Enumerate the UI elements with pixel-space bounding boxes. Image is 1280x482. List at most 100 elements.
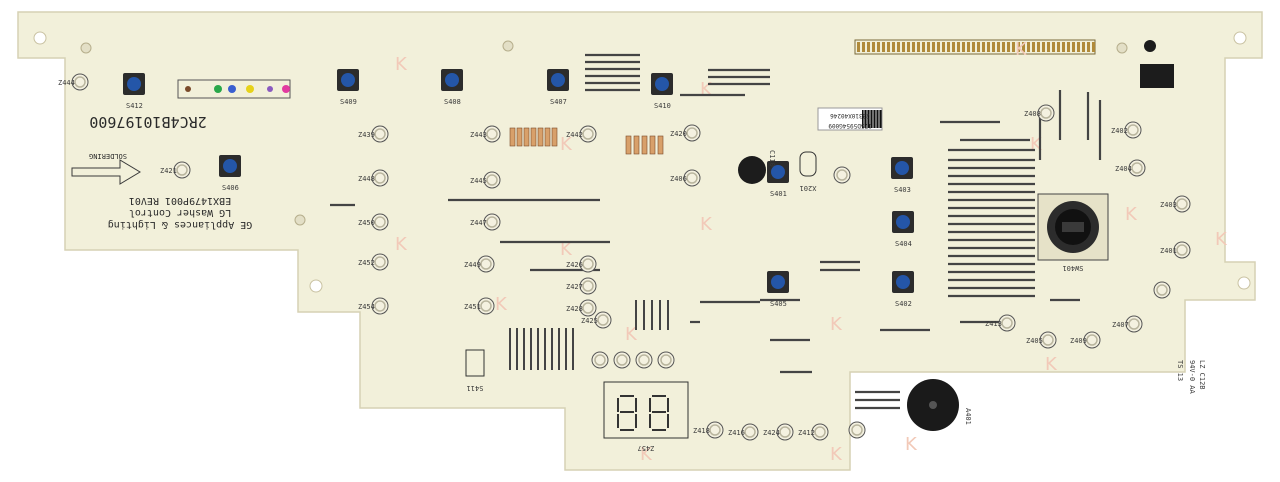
led-indicator: Z450 [358, 213, 389, 231]
color-marker-strip [177, 79, 291, 99]
led-label: Z409 [1070, 337, 1087, 345]
watermark-mark: K [560, 134, 573, 155]
watermark-mark: K [625, 324, 638, 345]
pcb-outline [17, 11, 1263, 471]
button-label: S402 [895, 300, 912, 308]
watermark-mark: K [1215, 229, 1228, 250]
soldering-arrow [71, 159, 141, 185]
led-indicator: Z409 [1070, 331, 1101, 349]
led-label: Z448 [358, 175, 375, 183]
led-label: Z444 [58, 79, 75, 87]
led-indicator: Z407 [1112, 315, 1143, 333]
top-connector [854, 39, 1096, 55]
watermark-mark: K [830, 314, 843, 335]
led-label: Z401 [1160, 247, 1177, 255]
led-indicator: Z444 [58, 73, 89, 91]
led-label: Z418 [693, 427, 710, 435]
corner-code-3: TS 13 [1176, 360, 1184, 381]
tactile-button[interactable]: S402 [892, 271, 914, 308]
led-indicator: Z452 [358, 253, 389, 271]
resistor [509, 127, 516, 147]
button-label: S404 [895, 240, 912, 248]
led-label: Z406 [670, 175, 687, 183]
watermark-mark: K [1045, 354, 1058, 375]
tactile-button[interactable]: S410 [651, 73, 673, 110]
watermark-mark: K [495, 294, 508, 315]
led-indicator: Z402 [1111, 121, 1142, 139]
led-indicator: Z421 [160, 161, 191, 179]
led-label: Z420 [670, 130, 687, 138]
led-label: Z451 [464, 303, 481, 311]
led-label: Z450 [358, 219, 375, 227]
led-indicator: Z408 [1024, 104, 1055, 122]
tactile-button[interactable]: S405 [767, 271, 789, 308]
resistor [657, 135, 664, 155]
resistor [625, 135, 632, 155]
led-label: Z452 [358, 259, 375, 267]
led-indicator: Z439 [358, 125, 389, 143]
led-indicator: Z413 [985, 314, 1016, 332]
seven-segment-display: Z457 [603, 381, 689, 452]
capacitor-label: C110 [768, 150, 776, 167]
led-indicator: Z401 [1160, 241, 1191, 259]
led-indicator [635, 351, 653, 369]
jumper-wires [330, 53, 1102, 410]
led-label: Z443 [470, 131, 487, 139]
resistor [649, 135, 656, 155]
led-indicator: Z404 [1115, 159, 1146, 177]
tactile-button[interactable]: S409 [337, 69, 359, 106]
led-label: Z428 [566, 305, 583, 313]
display-label: Z457 [638, 444, 655, 452]
led-label: Z427 [566, 283, 583, 291]
tactile-button[interactable]: S407 [547, 69, 569, 106]
tactile-button[interactable]: S406 [219, 155, 241, 192]
button-label: S408 [444, 98, 461, 106]
buzzer: A401 [907, 379, 972, 431]
pcb-board [17, 11, 1263, 471]
led-label: Z408 [1024, 110, 1041, 118]
led-indicator [657, 351, 675, 369]
button-label: S412 [126, 102, 143, 110]
led-indicator: Z416 [728, 423, 759, 441]
led-indicator: Z445 [470, 171, 501, 189]
tactile-button[interactable]: S401 [767, 161, 789, 198]
led-indicator [833, 166, 851, 184]
revision-code: EBX1479P001 REV01 [129, 195, 231, 206]
watermark-mark: K [1125, 204, 1138, 225]
led-label: Z449 [464, 261, 481, 269]
led-label: Z421 [160, 167, 177, 175]
ic-chip [1140, 40, 1174, 88]
watermark-mark: K [560, 239, 573, 260]
tactile-button[interactable]: S408 [441, 69, 463, 106]
capacitor: C110 [738, 150, 776, 184]
led-indicator [848, 421, 866, 439]
product-line: LG Washer Control [129, 207, 231, 218]
resistor [551, 127, 558, 147]
knob-label: SW401 [1062, 264, 1083, 272]
led-label: Z442 [566, 131, 583, 139]
led-indicator: Z424 [763, 423, 794, 441]
led-indicator: Z454 [358, 297, 389, 315]
tactile-button[interactable]: S403 [891, 157, 913, 194]
resistor [530, 127, 537, 147]
watermark-mark: K [830, 444, 843, 465]
resistor [633, 135, 640, 155]
button-label: S409 [340, 98, 357, 106]
led-indicator: Z406 [670, 169, 701, 187]
led-indicator: Z426 [566, 255, 597, 273]
led-label: Z405 [1026, 337, 1043, 345]
barcode-sub: 175D5954G009 [828, 122, 872, 129]
led-indicator [1153, 281, 1171, 299]
led-indicator: Z448 [358, 169, 389, 187]
resistor [537, 127, 544, 147]
led-indicator: Z418 [693, 421, 724, 439]
led-label: Z412 [798, 429, 815, 437]
button-label: S405 [770, 300, 787, 308]
tactile-button[interactable]: S404 [892, 211, 914, 248]
led-indicator [613, 351, 631, 369]
part-number: 2RC4B10197600 [89, 113, 206, 131]
tactile-button[interactable]: S412 [123, 73, 145, 110]
watermark-mark: K [395, 234, 408, 255]
